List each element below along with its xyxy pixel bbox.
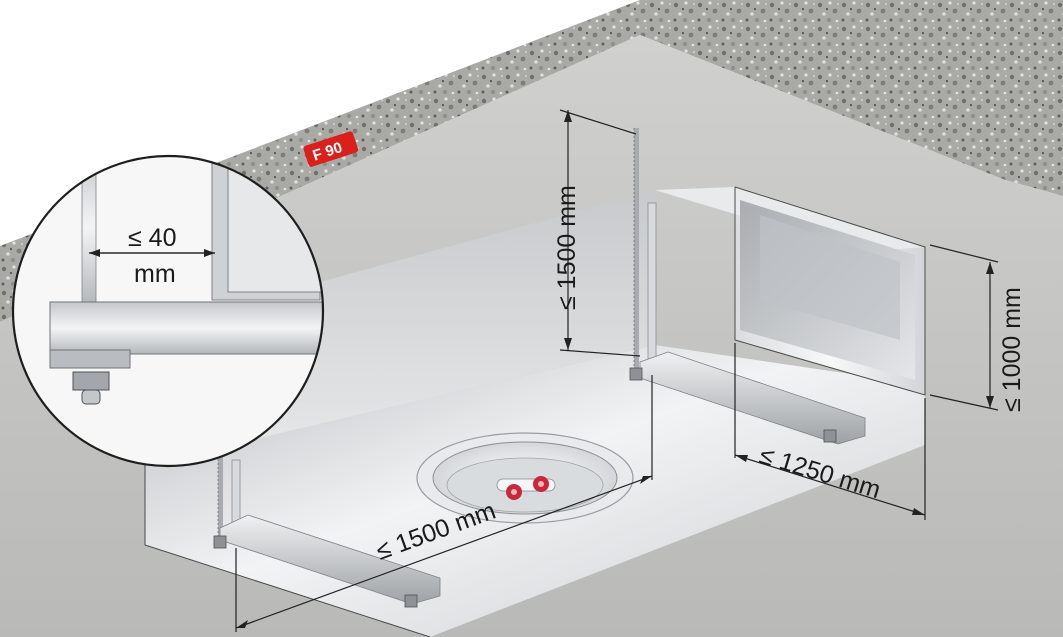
concrete-slab	[0, 0, 1063, 322]
detail-gap-unit: mm	[134, 260, 176, 288]
duct-height-label: ≤ 1000 mm	[998, 287, 1026, 412]
valve-red-right-highlight	[538, 481, 544, 487]
dim-support-spacing	[235, 375, 653, 632]
duct-opening-inner	[760, 215, 900, 340]
bracket-rear	[647, 202, 657, 366]
threaded-rod-front	[217, 455, 223, 545]
dim-duct-width	[734, 343, 926, 520]
dim-hanger-height	[559, 109, 641, 357]
detail-beam	[49, 301, 323, 355]
duct-outline	[144, 465, 431, 637]
detail-beam-lower	[49, 349, 131, 369]
detail-nut	[72, 371, 110, 391]
rail-nuts	[213, 367, 837, 608]
valve-red-left-highlight	[511, 489, 517, 495]
detail-gap-value: ≤ 40	[128, 224, 176, 252]
dim-duct-height	[929, 244, 999, 411]
detail-bolt	[81, 389, 101, 405]
detail-rod	[81, 156, 97, 306]
duct-outline-front	[734, 186, 926, 396]
hanger-height-label: ≤ 1500 mm	[553, 185, 581, 310]
threaded-rod-rear	[633, 128, 639, 378]
